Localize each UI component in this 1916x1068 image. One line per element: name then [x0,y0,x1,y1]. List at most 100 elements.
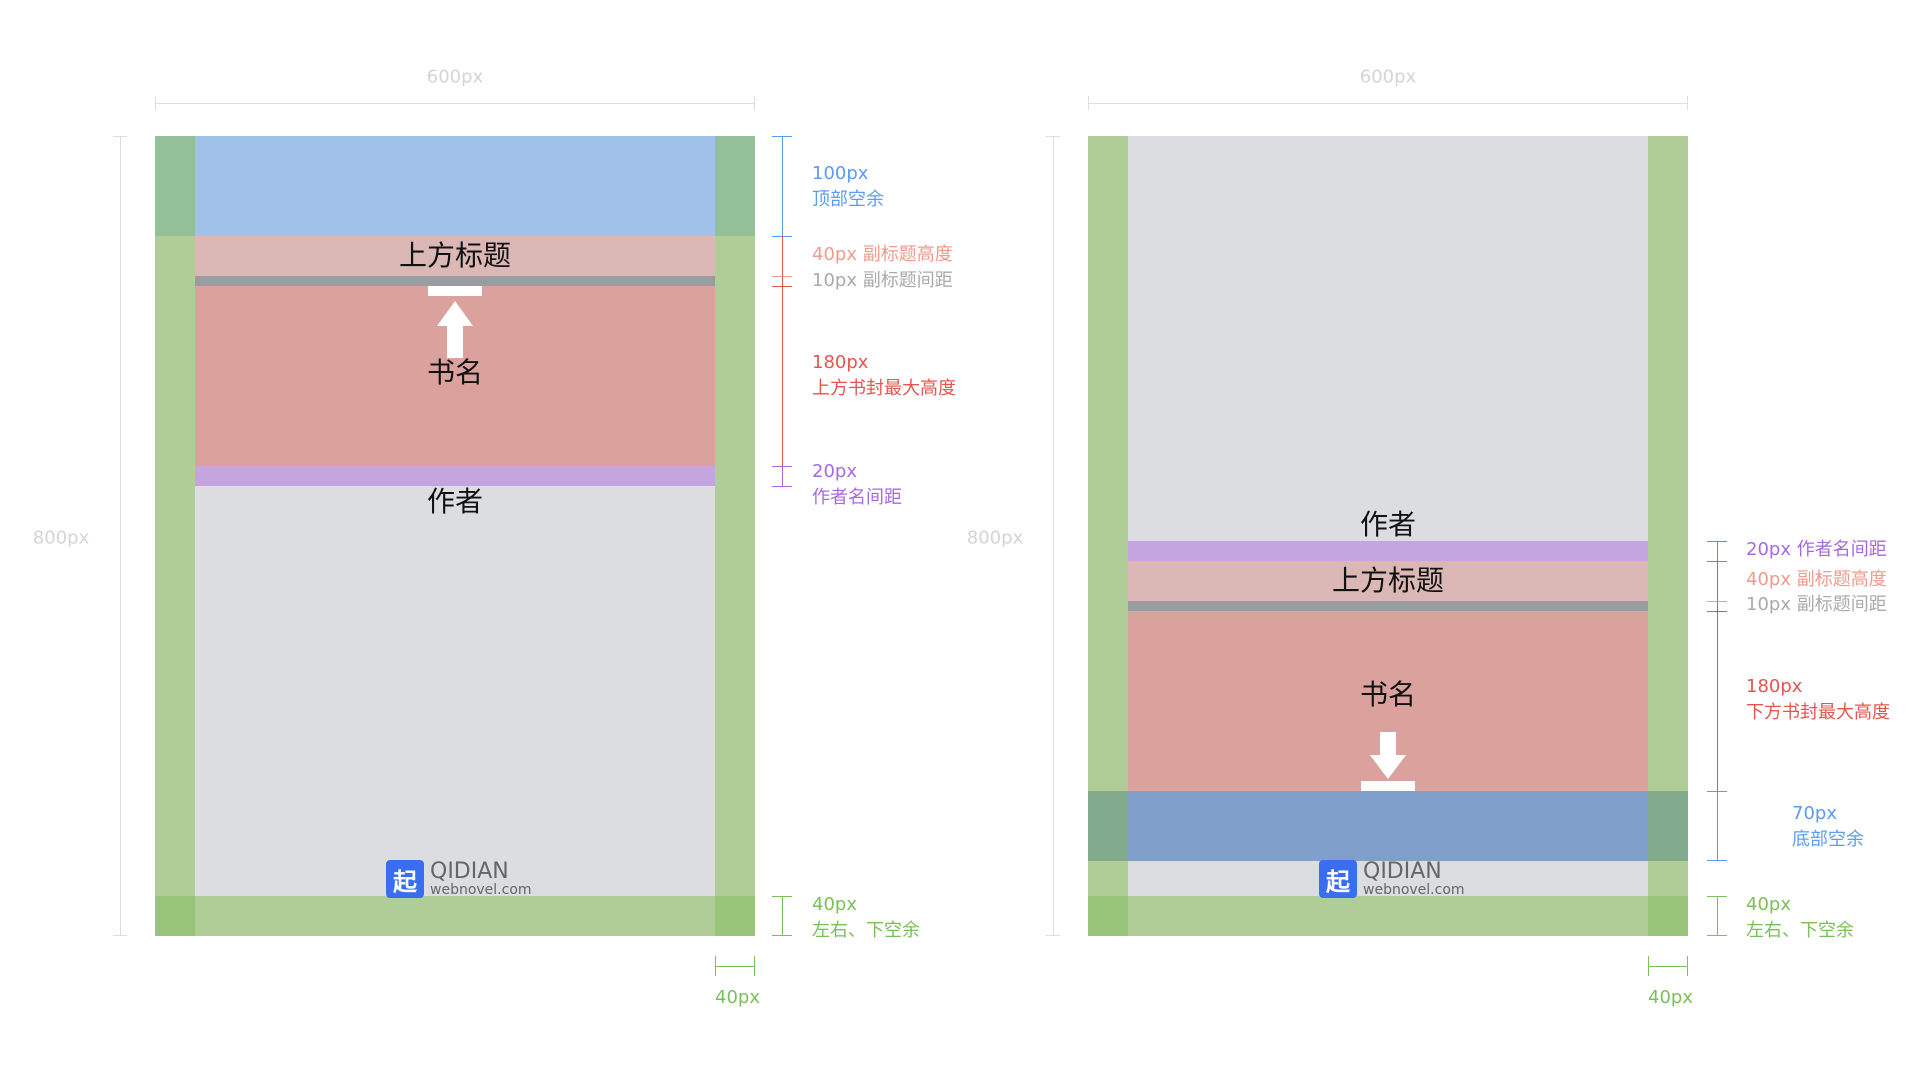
author-gap-zone [1128,541,1648,561]
author-gap-label: 作者名间距 [812,487,902,508]
subtitle-height-label: 40px 副标题高度 [1746,569,1887,590]
bracket-tick [772,136,792,137]
corner-overlap [155,896,195,936]
corner-overlap [715,136,755,236]
book-title-text: 书名 [1359,678,1416,711]
cover-bracket [1717,561,1718,791]
subtitle-gap-label: 10px 副标题间距 [1746,594,1887,615]
logo-domain: webnovel.com [1363,882,1465,898]
author-gap-value: 20px [812,461,857,482]
cover-height-label: 上方书封最大高度 [812,378,956,399]
bracket-tick [772,466,792,467]
bottom-space-zone [1088,791,1688,861]
dimension-tick [155,96,156,110]
subtitle-zone [1128,561,1648,601]
cover-height-label: 下方书封最大高度 [1746,702,1890,723]
bracket-tick [1707,791,1727,792]
bracket-tick [772,286,792,287]
dimension-tick [1046,935,1060,936]
bracket-tick [1707,541,1727,542]
dimension-tick [113,935,127,936]
height-dimension-line [1053,136,1054,936]
bottom-margin-bracket [1717,896,1718,936]
side-margin-bracket [715,966,755,967]
book-title-text: 书名 [426,356,483,389]
bracket-tick [1648,956,1649,976]
logo-name: QIDIAN [1363,859,1442,884]
height-label: 800px [32,527,90,549]
top-space-value: 100px [812,163,869,184]
bracket-tick [772,276,792,277]
subtitle-gap-label: 10px 副标题间距 [812,270,953,291]
corner-overlap [1648,791,1688,861]
cover-bracket [782,236,783,466]
height-dimension-line [120,136,121,936]
bracket-tick [1707,935,1727,936]
top-space-zone [155,136,755,236]
corner-overlap [155,136,195,236]
qidian-logo-icon: 起 [386,860,424,898]
author-gap-zone [195,466,715,486]
margin-label: 左右、下空余 [812,920,920,941]
side-margin-label: 40px [715,987,760,1008]
cover-height-value: 180px [812,352,869,373]
bracket-tick [772,935,792,936]
logo-name: QIDIAN [430,859,509,884]
bottom-margin-bracket [782,896,783,936]
author-gap-label: 20px 作者名间距 [1746,539,1887,560]
bracket-tick [1707,611,1727,612]
corner-overlap [1088,791,1128,861]
margin-value: 40px [1746,894,1791,915]
bracket-tick [1707,896,1727,897]
side-margin-label: 40px [1648,987,1693,1008]
top-space-bracket [782,136,783,236]
subtitle-text: 上方标题 [398,239,511,272]
bottom-space-value: 70px [1792,803,1837,824]
margin-label: 左右、下空余 [1746,920,1854,941]
author-text: 作者 [426,485,483,518]
margin-value: 40px [812,894,857,915]
dimension-tick [754,96,755,110]
bracket-tick [754,956,755,976]
width-dimension-line [1088,103,1688,104]
subtitle-text: 上方标题 [1331,564,1444,597]
dimension-tick [1046,136,1060,137]
bracket-tick [772,896,792,897]
cover-height-value: 180px [1746,676,1803,697]
qidian-logo-icon: 起 [1319,860,1357,898]
bracket-tick [715,956,716,976]
logo-domain: webnovel.com [430,882,532,898]
height-label: 800px [966,527,1024,549]
bottom-margin [1088,896,1688,936]
top-space-label: 顶部空余 [812,189,884,210]
corner-overlap [1648,896,1688,936]
side-margin-bracket [1648,966,1688,967]
subtitle-zone [195,236,715,276]
bracket-tick [1687,956,1688,976]
corner-overlap [1088,896,1128,936]
subtitle-height-label: 40px 副标题高度 [812,244,953,265]
corner-overlap [715,896,755,936]
bottom-margin [155,896,755,936]
author-gap-bracket [1717,541,1718,561]
right-margin [715,136,755,936]
bracket-tick [1707,601,1727,602]
dimension-tick [113,136,127,137]
width-dimension-line [155,103,755,104]
subtitle-gap-zone [195,276,715,286]
author-text: 作者 [1359,508,1416,541]
bracket-tick [1707,860,1727,861]
dimension-tick [1088,96,1089,110]
subtitle-gap-zone [1128,601,1648,611]
bracket-tick [772,486,792,487]
width-label: 600px [426,66,484,88]
dimension-tick [1687,96,1688,110]
width-label: 600px [1359,66,1417,88]
bottom-space-bracket [1717,791,1718,861]
bottom-space-label: 底部空余 [1792,829,1864,850]
author-gap-bracket [782,466,783,486]
